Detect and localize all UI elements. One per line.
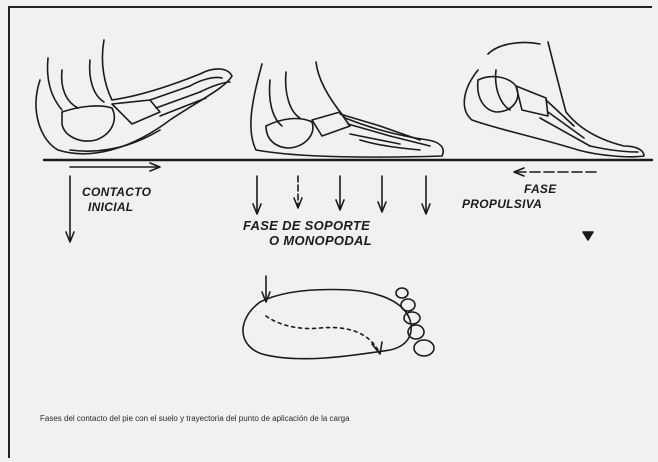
support-label: FASE DE SOPORTE O MONOPODAL [243, 218, 372, 248]
propulsive-down-arrow [583, 232, 593, 240]
foot-mid-stance [251, 62, 443, 157]
foot-push-off [464, 42, 644, 157]
footprint [243, 276, 434, 359]
propulsive-back-arrow [514, 168, 600, 176]
support-label-line2: O MONOPODAL [243, 233, 372, 248]
propulsive-label-line2: PROPULSIVA [462, 197, 557, 212]
contact-label-line1: CONTACTO [82, 185, 151, 200]
figure-caption: Fases del contacto del pie con el suelo … [40, 414, 350, 423]
propulsive-label-line1: FASE [462, 182, 557, 197]
support-label-line1: FASE DE SOPORTE [243, 218, 372, 233]
contact-label: CONTACTO INICIAL [82, 185, 151, 215]
contact-label-line2: INICIAL [82, 200, 151, 215]
propulsive-label: FASE PROPULSIVA [462, 182, 557, 212]
support-arrows [253, 176, 430, 214]
heel-forward-arrow [70, 163, 160, 171]
contact-down-arrow [66, 176, 74, 242]
foot-heel-strike [36, 40, 232, 154]
